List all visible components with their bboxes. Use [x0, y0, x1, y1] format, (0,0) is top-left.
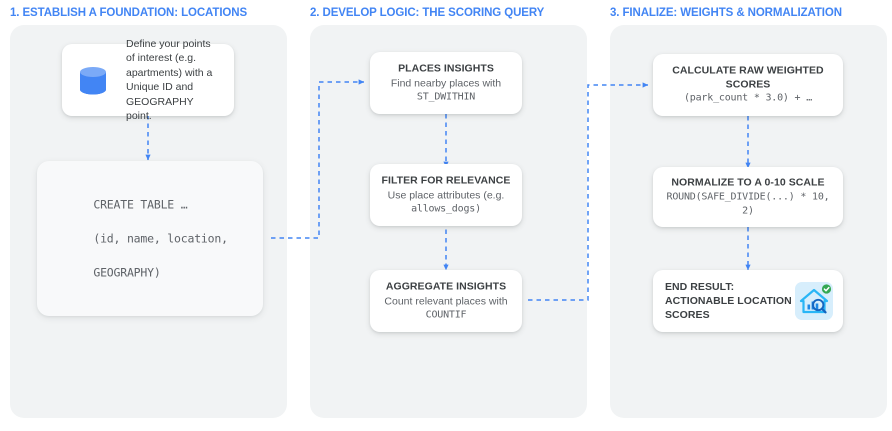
create-table-code-line-1: CREATE TABLE …: [93, 197, 188, 211]
normalize-title: NORMALIZE TO A 0-10 SCALE: [671, 176, 825, 189]
aggregate-insights-title: AGGREGATE INSIGHTS: [385, 280, 507, 293]
card-define-points-of-interest[interactable]: Define your points of interest (e.g. apa…: [62, 38, 234, 122]
card-create-table-sql[interactable]: CREATE TABLE … (id, name, location, GEOG…: [37, 161, 263, 316]
create-table-code-line-3: GEOGRAPHY): [93, 265, 161, 279]
filter-relevance-subtitle: Use place attributes (e.g.: [387, 188, 505, 201]
card-places-insights[interactable]: PLACES INSIGHTS Find nearby places with …: [370, 52, 522, 114]
card-filter-for-relevance[interactable]: FILTER FOR RELEVANCE Use place attribute…: [370, 164, 522, 226]
house-analytics-badge-icon: [795, 282, 833, 320]
places-insights-subtitle: Find nearby places with: [390, 76, 502, 89]
database-cylinder-icon: [72, 59, 114, 101]
calculate-raw-code: (park_count * 3.0) + …: [683, 92, 813, 104]
normalize-code: ROUND(SAFE_DIVIDE(...) * 10, 2): [666, 190, 830, 216]
column-title-1: 1. ESTABLISH A FOUNDATION: LOCATIONS: [10, 7, 248, 19]
create-table-code-line-2: (id, name, location,: [93, 231, 228, 245]
aggregate-insights-subtitle: Count relevant places with: [384, 294, 508, 307]
card-aggregate-insights[interactable]: AGGREGATE INSIGHTS Count relevant places…: [370, 270, 522, 332]
calculate-raw-title-line-2: SCORES: [725, 78, 771, 90]
places-insights-title: PLACES INSIGHTS: [398, 62, 494, 75]
column-title-3: 3. FINALIZE: WEIGHTS & NORMALIZATION: [610, 7, 842, 19]
calculate-raw-title-line-1: CALCULATE RAW WEIGHTED: [672, 64, 824, 77]
card-calculate-raw-weighted-scores[interactable]: CALCULATE RAW WEIGHTED SCORES (park_coun…: [653, 54, 843, 116]
define-description: Define your points of interest (e.g. apa…: [126, 37, 213, 123]
end-result-text: END RESULT: ACTIONABLE LOCATION SCORES: [665, 280, 792, 322]
end-result-line-2: ACTIONABLE LOCATION: [665, 295, 792, 307]
places-insights-code: ST_DWITHIN: [416, 90, 476, 102]
card-end-result[interactable]: END RESULT: ACTIONABLE LOCATION SCORES: [653, 270, 843, 332]
end-result-line-3: SCORES: [665, 309, 710, 321]
end-result-line-1: END RESULT:: [665, 281, 735, 293]
filter-relevance-code: allows_dogs): [411, 202, 481, 214]
column-title-2: 2. DEVELOP LOGIC: THE SCORING QUERY: [310, 7, 545, 19]
filter-relevance-title: FILTER FOR RELEVANCE: [381, 174, 511, 187]
card-normalize-to-scale[interactable]: NORMALIZE TO A 0-10 SCALE ROUND(SAFE_DIV…: [653, 167, 843, 227]
aggregate-insights-code: COUNTIF: [425, 308, 467, 320]
